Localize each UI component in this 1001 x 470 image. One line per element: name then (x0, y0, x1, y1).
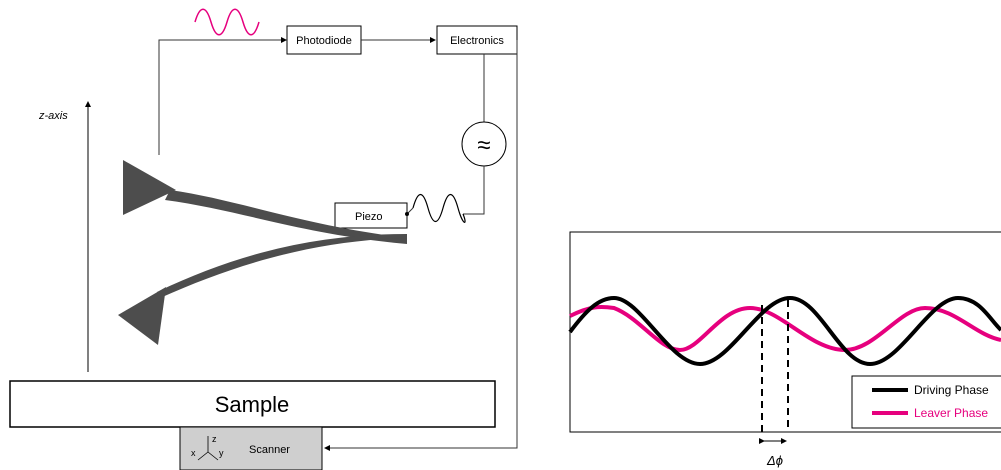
piezo-label: Piezo (355, 211, 383, 223)
leaver-phase-curve (569, 305, 1001, 353)
oscillator-to-piezo-line (463, 166, 485, 215)
laser-path-line (158, 37, 287, 155)
scanner-block: Scanner z x y (179, 426, 323, 470)
scanner-label: Scanner (249, 444, 290, 456)
z-axis-label: z-axis (38, 110, 68, 122)
legend-driving-label: Driving Phase (914, 383, 989, 397)
xyz-axes-icon: z x y (191, 434, 224, 461)
oscillator-symbol: ≈ (461, 121, 507, 167)
axis-y-label: y (219, 448, 224, 458)
sample-label: Sample (215, 392, 290, 417)
phase-plot: Δϕ Driving Phase Leaver Phase (568, 231, 1001, 468)
driving-signal-wave (412, 193, 466, 223)
electronics-label: Electronics (450, 35, 504, 47)
legend-box (851, 375, 1001, 429)
photodiode-box: Photodiode (286, 25, 362, 55)
axis-z-label: z (212, 434, 217, 444)
photodiode-signal-wave (194, 8, 260, 36)
delta-phi-label: Δϕ (766, 453, 783, 468)
piezo-box: Piezo (334, 202, 409, 229)
driving-phase-curve (568, 295, 1001, 367)
axis-x-label: x (191, 448, 196, 458)
oscillator-approx-icon: ≈ (477, 132, 490, 159)
upper-tip-icon (123, 160, 176, 215)
electronics-box: Electronics (436, 25, 518, 55)
cantilever-lower (157, 234, 407, 298)
photodiode-label: Photodiode (296, 35, 352, 47)
lower-tip-icon (118, 287, 166, 345)
cantilever-upper (165, 190, 407, 244)
phase-legend: Driving Phase Leaver Phase (851, 375, 1001, 429)
feedback-line (324, 40, 518, 451)
sample-block: Sample (9, 380, 496, 428)
legend-leaver-label: Leaver Phase (914, 406, 988, 420)
